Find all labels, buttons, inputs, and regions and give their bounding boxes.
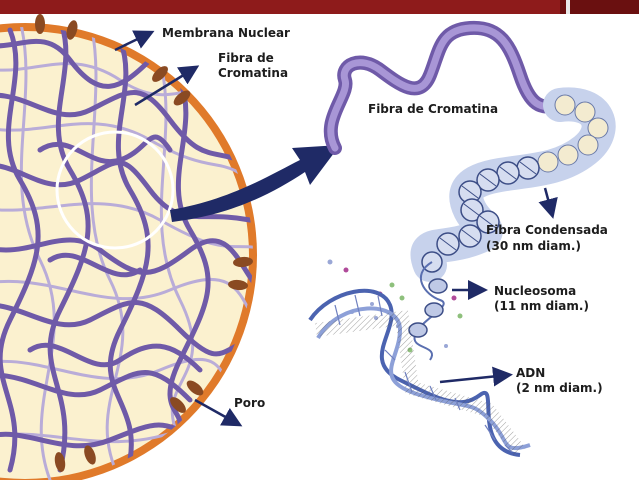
label-fibra-de-cromatina-line2: Cromatina <box>218 66 289 80</box>
label-membrana-nuclear: Membrana Nuclear <box>162 26 290 40</box>
label-nucleosoma-line1: Nucleosoma <box>494 284 577 298</box>
label-pointers <box>114 30 558 427</box>
pointer-adn <box>439 366 513 387</box>
pointer-fibra-condensada <box>538 187 558 219</box>
label-adn-line1: ADN <box>516 366 546 380</box>
pore-2 <box>66 20 78 40</box>
label-fibra-de-cromatina-line1: Fibra de <box>218 51 274 65</box>
pointer-membrana-nuclear <box>114 30 155 52</box>
chromatin-fiber <box>323 20 567 155</box>
label-adn-line2: (2 nm diam.) <box>516 381 603 395</box>
nuclear-pores <box>35 14 253 472</box>
nucleus <box>0 14 257 480</box>
label-poro: Poro <box>234 396 266 410</box>
pore-10 <box>54 452 66 472</box>
top-banner-dark <box>560 0 639 14</box>
label-fibra-condensada-line2: (30 nm diam.) <box>486 239 581 253</box>
pore-5 <box>233 256 253 268</box>
pore-9 <box>84 445 96 465</box>
pore-7 <box>186 380 204 396</box>
top-banner-divider <box>566 0 570 14</box>
label-fibra-condensada-line1: Fibra Condensada <box>486 223 608 237</box>
magnified-region-outline <box>55 130 175 250</box>
pore-1 <box>35 14 45 34</box>
top-banner-red <box>0 0 560 14</box>
pore-4 <box>173 90 191 106</box>
condensed-fiber <box>410 87 616 282</box>
pointer-fibra-de-cromatina <box>134 65 200 107</box>
pointer-poro <box>194 398 243 427</box>
pore-6 <box>228 279 248 291</box>
pore-3 <box>152 66 168 82</box>
zoom-arrow <box>170 145 340 222</box>
label-nucleosoma-line2: (11 nm diam.) <box>494 299 589 313</box>
label-fibra-de-cromatina-right: Fibra de Cromatina <box>368 102 499 116</box>
dna-helix <box>308 288 531 457</box>
pore-8 <box>170 397 186 413</box>
